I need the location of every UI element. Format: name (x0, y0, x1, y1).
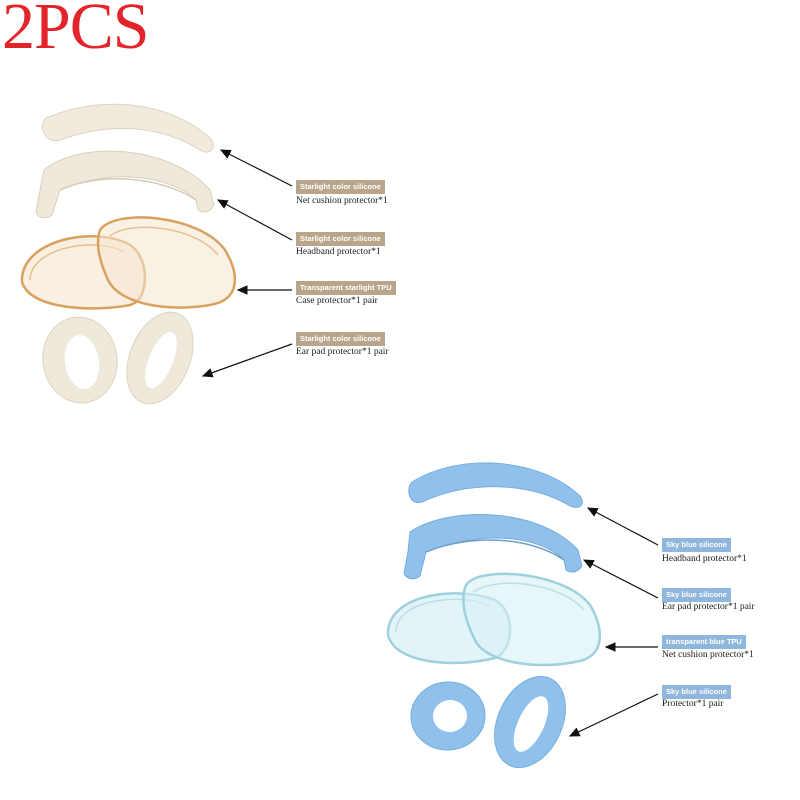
starlight-arrows (201, 149, 293, 378)
sky-blue-desc-headband: Headband protector*1 (662, 554, 747, 564)
starlight-tag-net-cushion: Starlight color silicone (296, 180, 385, 194)
starlight-ear-pad-part (42, 311, 194, 405)
sky-blue-desc-tpu: Net cushion protector*1 (662, 650, 754, 660)
starlight-parts (20, 103, 237, 405)
arrow-sky-protector (568, 693, 659, 737)
sky-blue-ear-pad-cover-part (403, 514, 583, 580)
starlight-tag-case: Transparent starlight TPU (296, 281, 396, 295)
arrow-sky-ear-pad (582, 559, 659, 599)
sky-blue-headband-fold (425, 539, 565, 561)
sky-blue-protector-part (410, 675, 566, 769)
arrow-sky-headband (586, 507, 659, 546)
sky-blue-tpu-case-part (386, 572, 602, 667)
arrow-net-cushion (219, 149, 293, 187)
starlight-tag-ear-pad: Starlight color silicone (296, 332, 385, 346)
sky-blue-headband-part (408, 462, 583, 508)
sky-blue-arrows (568, 507, 659, 737)
sky-blue-tag-protector: Sky blue silicone (662, 685, 731, 699)
starlight-desc-headband: Headband protector*1 (296, 247, 381, 257)
sky-blue-desc-ear-pad: Ear pad protector*1 pair (662, 602, 755, 612)
sky-blue-parts (386, 462, 602, 769)
product-count-title: 2PCS (2, 0, 149, 63)
starlight-desc-net-cushion: Net cushion protector*1 (296, 196, 388, 206)
starlight-tag-headband: Starlight color silicone (296, 232, 385, 246)
starlight-headband-fold (59, 178, 197, 201)
starlight-case-part (20, 216, 237, 310)
sky-blue-tag-headband: Sky blue silicone (662, 538, 731, 552)
sky-blue-tag-tpu: transparent blue TPU (662, 635, 746, 649)
starlight-desc-ear-pad: Ear pad protector*1 pair (296, 347, 389, 357)
starlight-headband-part (35, 150, 215, 219)
arrow-headband (216, 199, 293, 241)
starlight-net-cushion-part (42, 103, 214, 153)
sky-blue-tag-ear-pad: Sky blue silicone (662, 588, 731, 602)
sky-blue-desc-protector: Protector*1 pair (662, 699, 724, 709)
arrow-ear-pad (201, 343, 293, 378)
starlight-desc-case: Case protector*1 pair (296, 296, 378, 306)
